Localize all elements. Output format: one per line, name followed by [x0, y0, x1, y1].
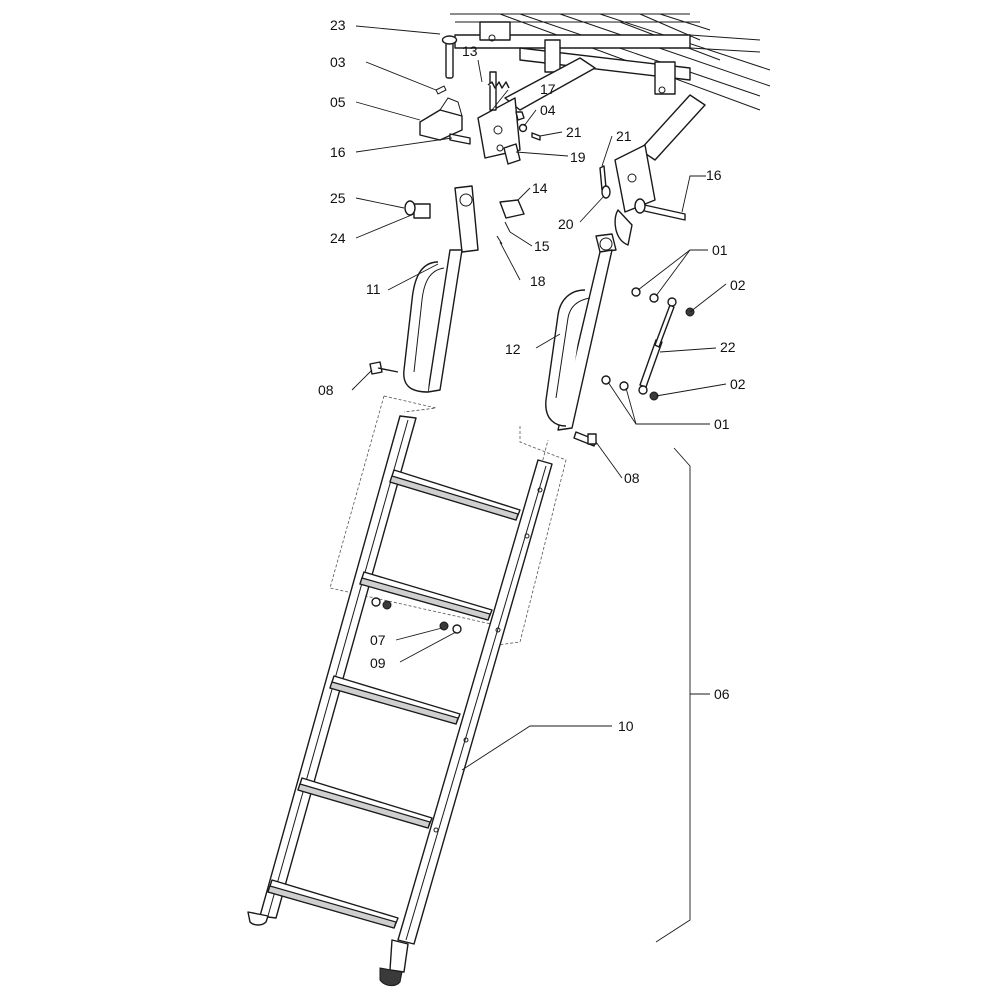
- spacer-24: [413, 203, 431, 219]
- label-06: 06: [714, 686, 730, 702]
- leader-lines: [351, 25, 727, 943]
- arm-12: [545, 233, 617, 431]
- bolt-16-left: [449, 133, 471, 145]
- label-19: 19: [570, 149, 586, 165]
- label-02-b: 02: [730, 376, 746, 392]
- label-16-b: 16: [706, 167, 722, 183]
- screw-18: [496, 235, 503, 245]
- pin-23: [441, 35, 458, 79]
- label-08-a: 08: [318, 382, 334, 398]
- label-02-a: 02: [730, 277, 746, 293]
- label-03: 03: [330, 54, 346, 70]
- bush-19: [503, 143, 521, 165]
- label-14: 14: [532, 180, 548, 196]
- ladder-10: [247, 415, 553, 987]
- label-09: 09: [370, 655, 386, 671]
- label-20: 20: [558, 216, 574, 232]
- label-05: 05: [330, 94, 346, 110]
- label-25: 25: [330, 190, 346, 206]
- nut-17: [515, 111, 525, 121]
- bolt-08-left: [369, 361, 399, 375]
- part-labels: 23 13 03 05 17 04 21 21 16 19 16 25 14 2…: [318, 17, 746, 734]
- nut-07: [439, 621, 449, 631]
- label-16-a: 16: [330, 144, 346, 160]
- label-15: 15: [534, 238, 550, 254]
- label-13: 13: [462, 43, 478, 59]
- assembly-box-left: [383, 395, 437, 413]
- assembly-box-right: [489, 426, 567, 647]
- top-frame: [450, 13, 771, 111]
- left-arm: [477, 57, 596, 159]
- label-07: 07: [370, 632, 386, 648]
- washer-25: [404, 200, 416, 216]
- label-17: 17: [540, 81, 556, 97]
- label-08-b: 08: [624, 470, 640, 486]
- label-04: 04: [540, 102, 556, 118]
- washer-20: [601, 185, 611, 199]
- washer-04: [518, 123, 528, 133]
- pin-21-a: [531, 132, 541, 141]
- label-01-b: 01: [714, 416, 730, 432]
- spring-13: [487, 81, 510, 89]
- right-arm: [614, 94, 706, 246]
- label-11: 11: [366, 281, 381, 297]
- label-10: 10: [618, 718, 634, 734]
- washer-09: [452, 624, 462, 634]
- label-24: 24: [330, 230, 346, 246]
- label-12: 12: [505, 341, 521, 357]
- label-23: 23: [330, 17, 346, 33]
- gas-strut-22: [638, 297, 677, 395]
- label-21-b: 21: [616, 128, 632, 144]
- label-21-a: 21: [566, 124, 582, 140]
- label-01-a: 01: [712, 242, 728, 258]
- bolt-16-right: [639, 203, 686, 221]
- screw-15: [504, 221, 511, 233]
- arm-11: [403, 185, 479, 393]
- washers-01-02: [601, 287, 695, 401]
- label-18: 18: [530, 273, 546, 289]
- split-pin-03: [435, 85, 447, 95]
- block-14: [499, 199, 525, 219]
- label-22: 22: [720, 339, 736, 355]
